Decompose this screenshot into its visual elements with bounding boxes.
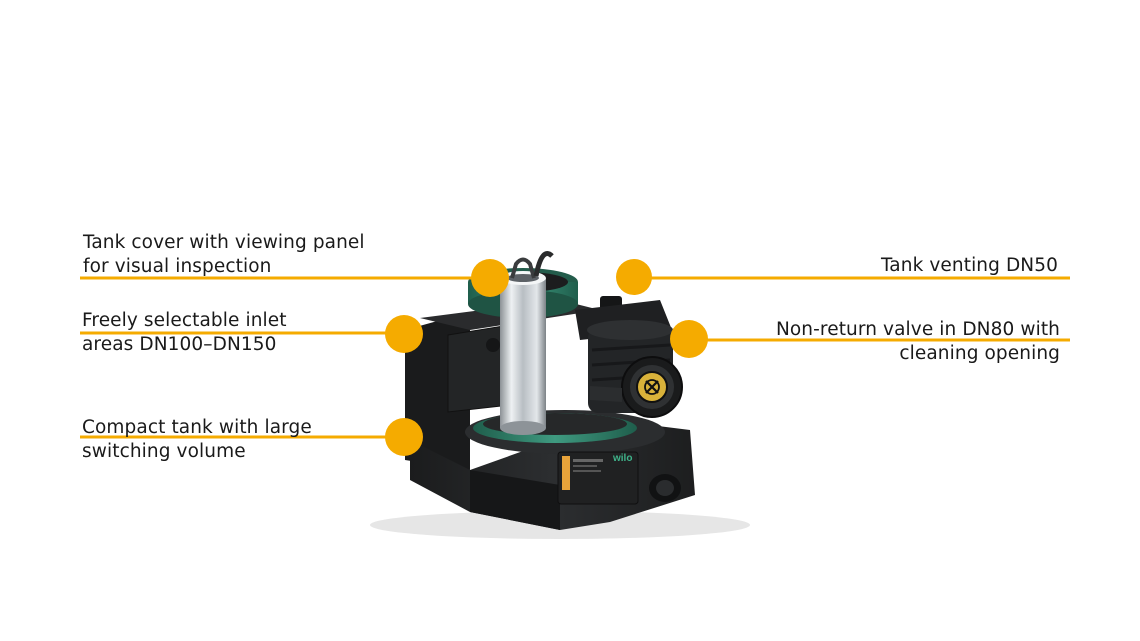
callout-tank-venting: Tank venting DN50	[881, 254, 1058, 278]
callout-inlet-areas: Freely selectable inlet areas DN100–DN15…	[82, 309, 287, 357]
callout-line: Freely selectable inlet	[82, 310, 287, 331]
callout-tank-venting-marker	[616, 259, 1070, 295]
callout-inlet-areas-marker	[80, 315, 423, 353]
callout-compact-tank-marker	[80, 418, 423, 456]
no-hand-in-pump-icon	[644, 379, 660, 395]
callout-line: for visual inspection	[83, 256, 272, 277]
callout-line: Compact tank with large	[82, 417, 312, 438]
callout-line: areas DN100–DN150	[82, 334, 277, 355]
callout-line: Tank cover with viewing panel	[83, 232, 365, 253]
callout-line: Tank venting DN50	[880, 255, 1058, 276]
callout-line: cleaning opening	[899, 343, 1060, 364]
callout-compact-tank: Compact tank with large switching volume	[82, 416, 312, 464]
callout-tank-cover: Tank cover with viewing panel for visual…	[83, 231, 365, 279]
callout-non-return-valve: Non-return valve in DN80 with cleaning o…	[776, 318, 1060, 366]
callout-non-return-valve-marker	[670, 320, 1070, 358]
lifting-unit: wilo	[370, 251, 750, 539]
brand-logo: wilo	[612, 453, 632, 464]
callout-line: switching volume	[82, 441, 246, 462]
callout-tank-cover-marker	[80, 259, 509, 297]
callout-line: Non-return valve in DN80 with	[775, 319, 1060, 340]
